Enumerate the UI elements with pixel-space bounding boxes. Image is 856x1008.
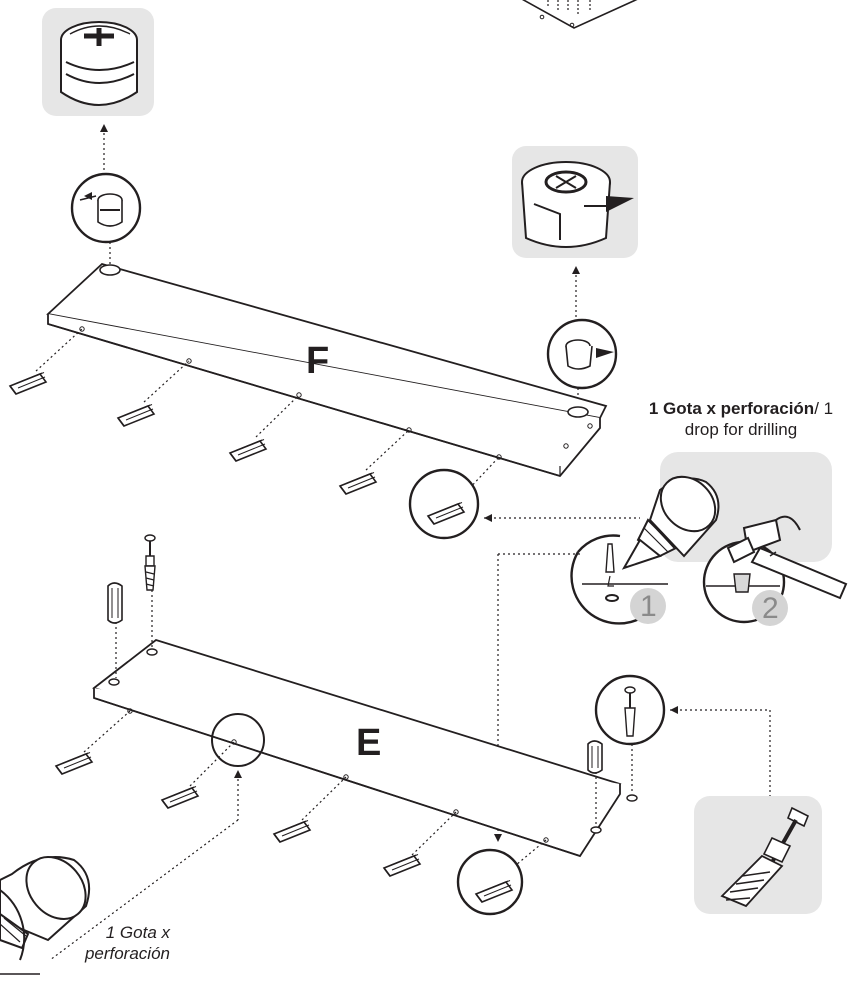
expansion-anchor-icon [720,806,810,908]
wooden-dowel-icon [587,740,603,774]
cam-housing-detail [512,146,638,258]
cam-lock-detail [42,8,154,116]
cam-housing-icon [521,161,634,248]
top-panel-edge [521,0,638,29]
vertical-dowels-panel-e [107,534,633,826]
wooden-dowel-icon [161,785,199,809]
cam-lock-icon [60,21,138,106]
wooden-dowel-icon [117,403,155,427]
wooden-dowel-icon [383,853,421,877]
glue-note-right: 1 Gota x perforación/ 1 drop for drillin… [638,398,844,440]
wooden-dowel-icon [107,582,123,624]
wooden-dowel-icon [9,371,47,395]
wooden-dowel-icon [273,819,311,843]
dowel-callout-f [408,468,480,540]
anchor-detail [694,796,822,914]
dowels-panel-e [55,710,547,877]
connector-bolt-icon [144,534,156,591]
step-2-number: 2 [762,592,779,625]
dowel-callout-e [456,848,524,916]
panel-e-letter: E [356,722,381,764]
bolt-callout [594,674,666,746]
glue-bottle-icon [621,475,720,570]
hammer-icon [726,515,848,600]
glue-note-left: 1 Gota x perforación [84,923,170,963]
glue-note-right-bold: 1 Gota x perforación [648,399,815,418]
step-1-callout: 1 [570,534,668,625]
glue-highlight-circle [211,713,265,767]
glue-note-right-regular: / 1 drop for drilling [684,399,834,439]
dowels-panel-f [9,328,500,495]
panel-f: F [46,262,608,478]
wooden-dowel-icon [229,438,267,462]
step-1-number: 1 [640,590,657,623]
cam-housing-callout [546,318,618,390]
cam-lock-callout [70,172,142,244]
panel-e: E [92,639,638,858]
wooden-dowel-icon [339,471,377,495]
glue-bottle-icon [0,856,90,961]
panel-f-letter: F [306,340,329,382]
wooden-dowel-icon [55,751,93,775]
